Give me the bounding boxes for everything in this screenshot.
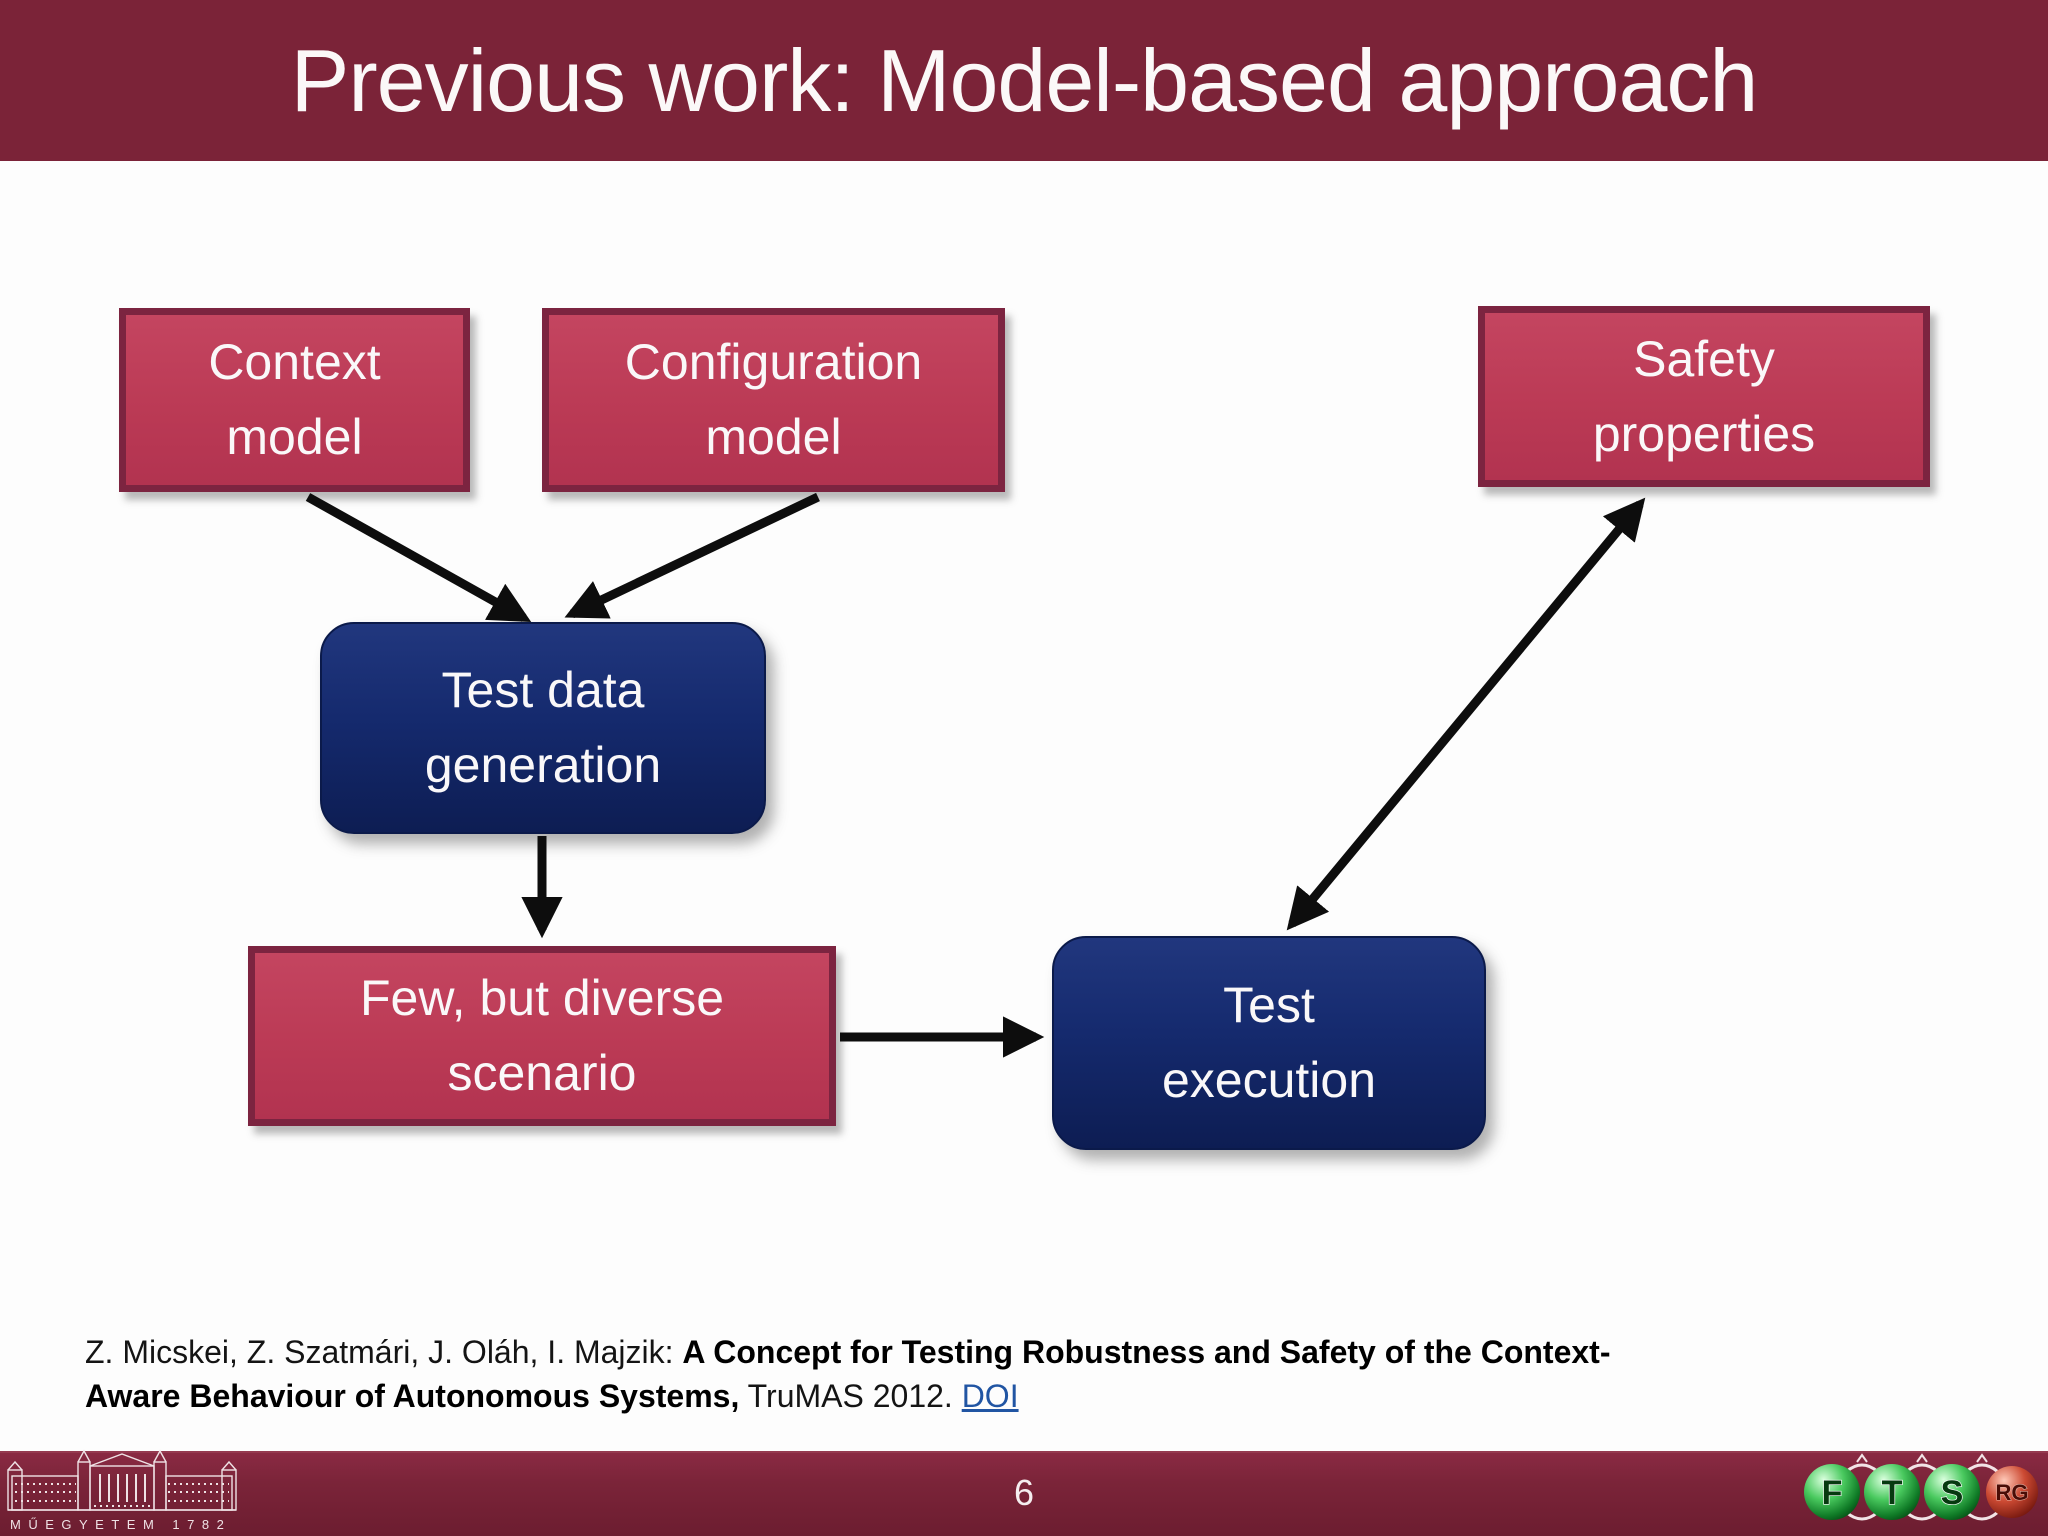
node-label-line: generation [424, 737, 662, 793]
citation-title-part2: Aware Behaviour of Autonomous Systems, [85, 1378, 740, 1414]
university-building-drawing [7, 1449, 237, 1511]
arrow-testexec-safety-double [1286, 497, 1646, 931]
footer-bar [0, 1451, 2048, 1536]
node-safety-properties: Safety properties [1478, 306, 1930, 487]
ftsrg-letter-rg: RG [1996, 1480, 2029, 1505]
node-few-but-diverse-scenario: Few, but diverse scenario [248, 946, 836, 1126]
university-logo: MŰEGYETEM 1782 [7, 1449, 237, 1532]
node-configuration-model: Configuration model [542, 308, 1005, 492]
node-label-line: Context [208, 334, 381, 390]
ftsrg-sphere-rg [1986, 1466, 2038, 1518]
node-label-line: Safety [1633, 330, 1775, 387]
ftsrg-letter-t: T [1882, 1474, 1903, 1512]
ftsrg-letter-f: F [1822, 1474, 1843, 1512]
node-test-data-generation: Test data generation [320, 622, 766, 834]
arrow-context-to-testdata [305, 493, 532, 623]
node-label-line: model [705, 409, 842, 465]
citation-title-part1: A Concept for Testing Robustness and Saf… [682, 1334, 1611, 1370]
node-test-execution: Test execution [1052, 936, 1486, 1150]
citation-authors: Z. Micskei, Z. Szatmári, J. Oláh, I. Maj… [85, 1334, 683, 1370]
ftsrg-sphere-f [1804, 1464, 1860, 1520]
ftsrg-logo: F T S RG [1804, 1453, 2038, 1521]
node-label-line: Configuration [624, 334, 923, 390]
page-number: 6 [1013, 1472, 1035, 1513]
doi-link[interactable]: DOI [961, 1378, 1019, 1414]
ftsrg-sphere-t [1864, 1464, 1920, 1520]
node-label-line: Few, but diverse [359, 970, 725, 1026]
node-label-line: Test [1223, 977, 1315, 1033]
title-bar: Previous work: Model-based approach [0, 0, 2048, 161]
node-label-line: execution [1161, 1052, 1377, 1108]
ftsrg-spheres: F T S RG [1804, 1464, 2038, 1520]
node-context-model: Context model [119, 308, 470, 492]
ftsrg-sphere-s [1924, 1464, 1980, 1520]
page-title: Previous work: Model-based approach [290, 30, 1759, 130]
ftsrg-letter-s: S [1941, 1474, 1964, 1512]
arrow-configuration-to-testdata [564, 492, 820, 619]
node-label-line: properties [1592, 405, 1816, 462]
citation-venue: TruMAS 2012. [739, 1378, 962, 1414]
node-label-line: Test data [441, 662, 645, 718]
citation: Z. Micskei, Z. Szatmári, J. Oláh, I. Maj… [85, 1330, 1685, 1418]
node-label-line: model [226, 409, 363, 465]
university-logo-text: MŰEGYETEM 1782 [10, 1517, 231, 1532]
node-label-line: scenario [447, 1045, 637, 1101]
